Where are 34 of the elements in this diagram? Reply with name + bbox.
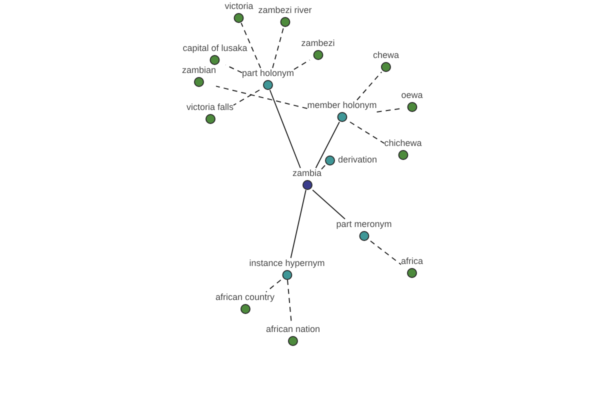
dashed-line <box>272 26 284 68</box>
node-label: africa <box>401 256 423 267</box>
dashed-line <box>294 60 310 70</box>
node-label: chichewa <box>384 138 422 149</box>
dashed-line <box>233 90 260 106</box>
connector-line <box>315 122 340 168</box>
node-label: capital of lusaka <box>182 43 248 54</box>
dashed-line <box>350 122 385 144</box>
dashed-line <box>225 64 242 74</box>
node-label: part holonym <box>242 68 294 79</box>
node-label: african country <box>215 292 275 303</box>
dashed-line <box>216 86 308 109</box>
dashed-line <box>356 72 382 100</box>
node-label: derivation <box>338 154 378 166</box>
node-label: oewa <box>401 90 423 101</box>
dashed-line <box>266 280 282 292</box>
dashed-line <box>240 22 262 68</box>
node-label: zambian <box>182 65 216 76</box>
node-label: african nation <box>266 324 320 335</box>
dashed-line <box>376 108 402 112</box>
connector-line <box>269 90 301 168</box>
node-label: victoria <box>224 1 254 12</box>
connector-line <box>290 190 306 258</box>
node-label: victoria falls <box>186 102 234 113</box>
connector-line <box>312 190 346 220</box>
node-label: member holonym <box>307 100 377 111</box>
node-label: chewa <box>373 50 399 61</box>
dashed-line <box>370 240 402 265</box>
node-label: zambezi <box>301 38 335 49</box>
node-label: instance hypernym <box>249 258 325 269</box>
node-label: zambezi river <box>258 5 312 16</box>
node-label: zambia <box>292 168 322 179</box>
connector-line <box>321 164 326 170</box>
node-label: part meronym <box>336 219 392 230</box>
